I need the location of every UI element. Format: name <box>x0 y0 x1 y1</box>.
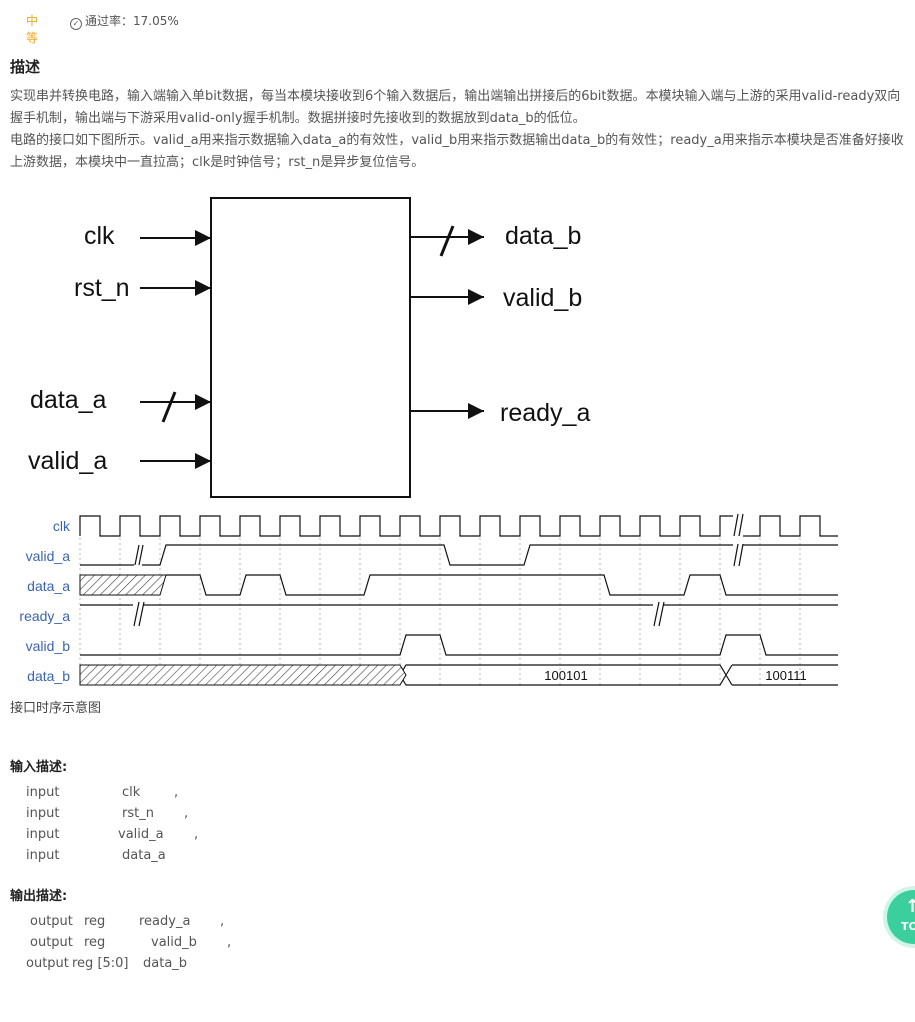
data-b-value-2: 100111 <box>765 668 806 683</box>
io-sep: , <box>174 785 179 800</box>
timing-break-marks <box>133 513 744 628</box>
timing-caption: 接口时序示意图 <box>10 701 102 716</box>
difficulty-badge: 中等 <box>26 14 39 45</box>
back-to-top-button[interactable]: ↑ TOP <box>887 890 915 944</box>
data-a-bus-slash <box>161 391 177 423</box>
io-type: reg [5:0] <box>72 956 129 971</box>
data-b-waveform <box>399 664 838 686</box>
io-dir: output <box>26 956 69 971</box>
io-name: data_b <box>143 956 188 971</box>
timing-label-valid-b: valid_b <box>26 638 71 654</box>
data-b-value-1: 100101 <box>544 668 587 683</box>
data-a-waveform <box>166 574 838 596</box>
data-a-unknown-region <box>79 574 167 596</box>
io-name: ready_a <box>139 914 191 929</box>
io-dir: input <box>26 785 60 800</box>
valid-b-waveform <box>80 634 838 656</box>
block-label-rst-n: rst_n <box>74 274 130 302</box>
block-label-valid-b: valid_b <box>503 284 582 312</box>
io-dir: output <box>30 935 73 950</box>
input-desc-title: 输入描述: <box>10 760 68 775</box>
block-label-valid-a: valid_a <box>28 447 107 475</box>
valid-a-waveform <box>80 544 838 566</box>
io-type: reg <box>84 914 106 929</box>
data-b-bus-slash <box>439 225 455 257</box>
io-name: clk <box>122 785 141 800</box>
block-label-clk: clk <box>84 222 115 250</box>
io-name: valid_a <box>118 827 164 842</box>
io-sep: , <box>184 806 189 821</box>
io-sep: , <box>220 914 225 929</box>
io-dir: input <box>26 827 60 842</box>
pass-rate: ✓通过率：17.05% <box>70 12 179 30</box>
check-circle-icon: ✓ <box>70 18 82 30</box>
output-desc-title: 输出描述: <box>10 889 68 904</box>
block-label-data-b: data_b <box>505 222 581 250</box>
timing-label-clk: clk <box>53 518 71 534</box>
timing-grid <box>79 518 801 688</box>
io-name: rst_n <box>122 806 154 821</box>
description-title: 描述 <box>10 58 41 76</box>
description-body: 实现串并转换电路，输入端输入单bit数据，每当本模块接收到6个输入数据后，输出端… <box>10 86 910 174</box>
pass-rate-text: 通过率：17.05% <box>85 14 179 28</box>
io-type: reg <box>84 935 106 950</box>
data-b-unknown-region <box>79 664 407 686</box>
io-dir: input <box>26 806 60 821</box>
block-label-ready-a: ready_a <box>500 399 590 427</box>
io-name: valid_b <box>151 935 197 950</box>
timing-label-data-a: data_a <box>27 578 70 594</box>
module-box <box>210 197 411 498</box>
io-sep: , <box>227 935 232 950</box>
timing-label-valid-a: valid_a <box>26 548 71 564</box>
clk-waveform <box>79 515 838 537</box>
timing-label-ready-a: ready_a <box>19 608 70 624</box>
back-to-top-label: TOP <box>901 920 915 933</box>
io-name: data_a <box>122 848 166 863</box>
interface-block-diagram: clk rst_n data_a valid_a data_b valid_b … <box>28 197 590 498</box>
timing-diagram: clk valid_a data_a ready_a valid_b data_… <box>19 513 838 688</box>
io-dir: output <box>30 914 73 929</box>
arrow-up-icon: ↑ <box>905 896 915 917</box>
description-paragraph-1: 实现串并转换电路，输入端输入单bit数据，每当本模块接收到6个输入数据后，输出端… <box>10 89 901 126</box>
io-dir: input <box>26 848 60 863</box>
block-label-data-a: data_a <box>30 386 107 414</box>
io-sep: , <box>194 827 199 842</box>
description-paragraph-2: 电路的接口如下图所示。valid_a用来指示数据输入data_a的有效性，val… <box>10 133 904 170</box>
timing-label-data-b: data_b <box>27 668 70 684</box>
